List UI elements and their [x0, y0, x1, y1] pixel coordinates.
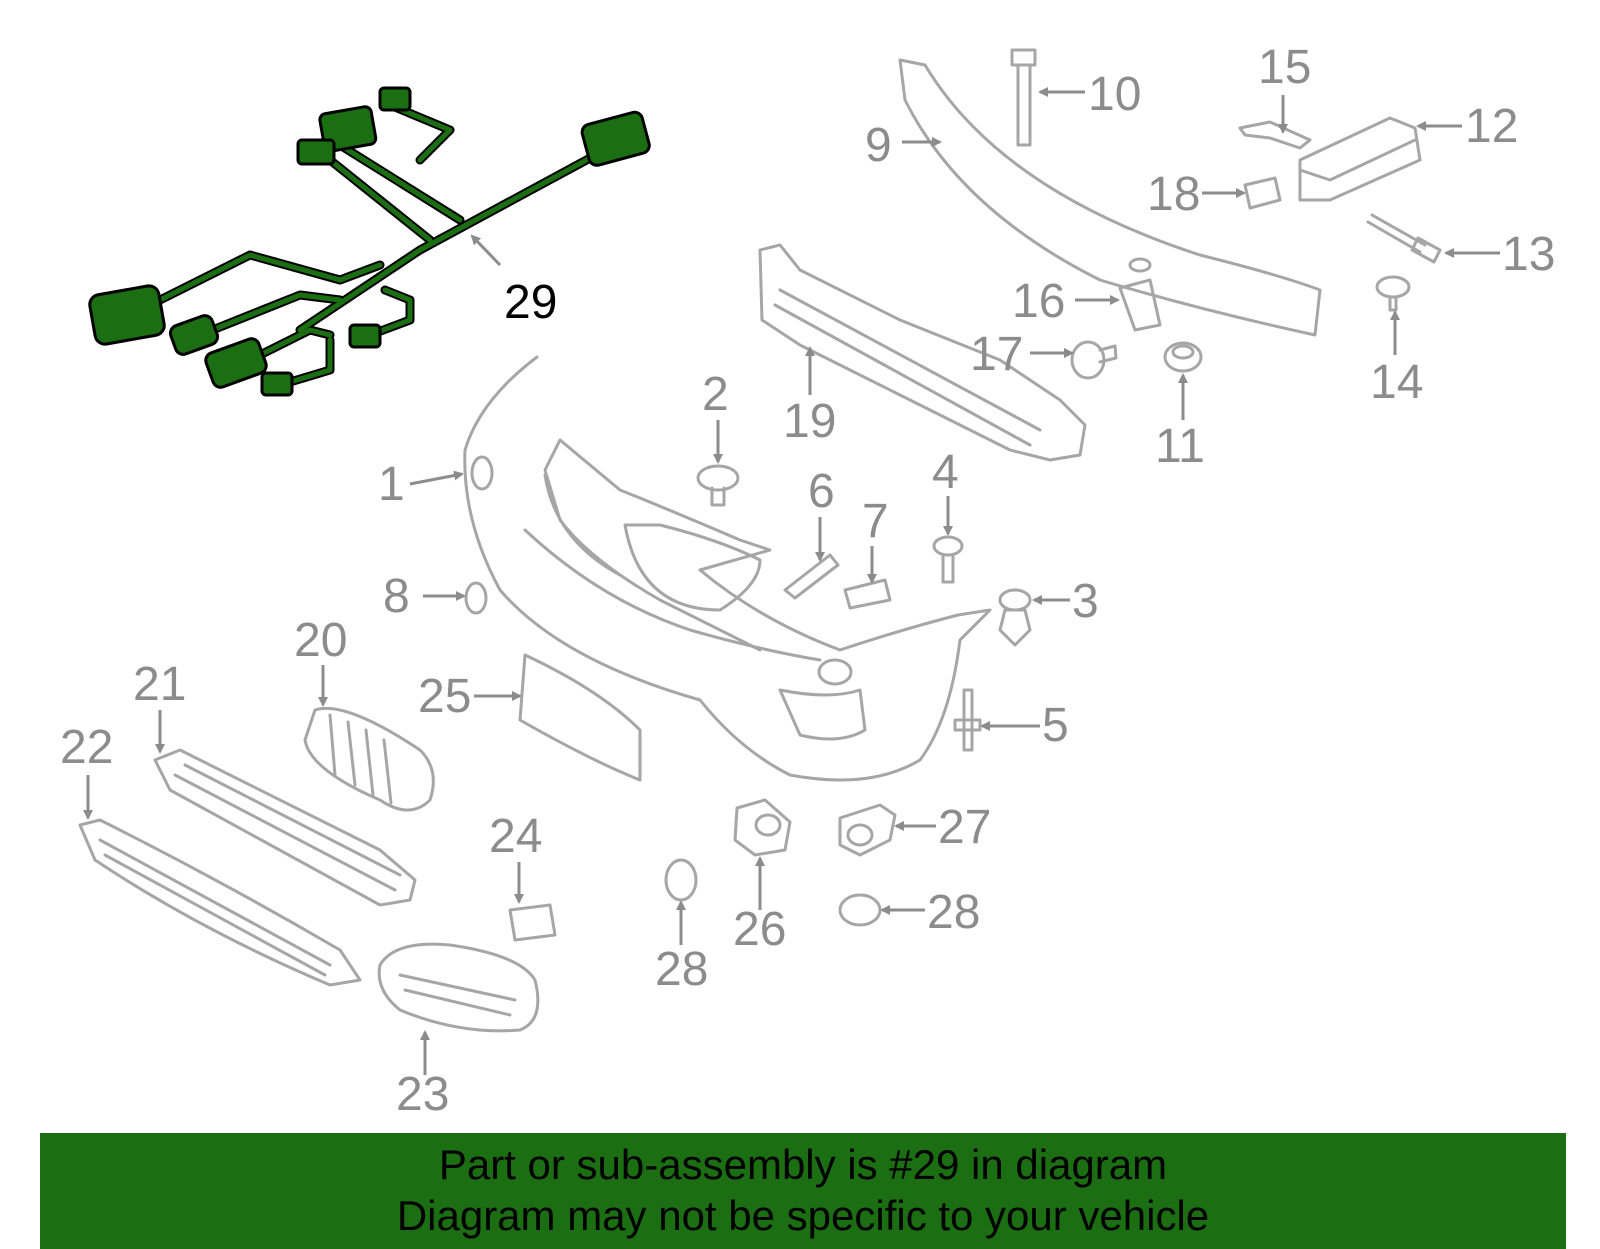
reinforcement-bar-part-9[interactable]: [898, 58, 1322, 337]
grommet-part-8[interactable]: [464, 581, 488, 615]
callout-14[interactable]: 14: [1370, 356, 1423, 409]
sensor-part-26[interactable]: [733, 798, 792, 857]
bolt-part-13[interactable]: [1366, 213, 1442, 264]
harness-connector-round: [168, 314, 220, 356]
harness-connector-small: [260, 371, 294, 397]
bracket-part-12[interactable]: [1298, 116, 1422, 202]
side-grille-part-23[interactable]: [377, 942, 540, 1033]
clip-part-15[interactable]: [1238, 120, 1312, 150]
callout-13[interactable]: 13: [1502, 228, 1555, 281]
callout-20[interactable]: 20: [294, 614, 347, 667]
callout-18[interactable]: 18: [1147, 168, 1200, 221]
callout-7[interactable]: 7: [862, 495, 889, 548]
callout-16[interactable]: 16: [1012, 275, 1065, 328]
callout-12[interactable]: 12: [1465, 100, 1518, 153]
callout-27[interactable]: 27: [938, 801, 991, 854]
callout-28-left[interactable]: 28: [655, 943, 708, 996]
banner-line-1: Part or sub-assembly is #29 in diagram: [438, 1141, 1168, 1188]
callout-11[interactable]: 11: [1155, 420, 1205, 473]
nut-part-11[interactable]: [1163, 341, 1203, 373]
callout-5[interactable]: 5: [1042, 699, 1069, 752]
harness-connector-sensor: [88, 284, 166, 346]
push-pin-part-17[interactable]: [1070, 340, 1118, 380]
info-banner: Part or sub-assembly is #29 in diagram D…: [40, 1133, 1566, 1249]
bracket-part-16[interactable]: [1118, 278, 1162, 332]
bumper-cover-part-1[interactable]: [463, 355, 992, 782]
leader-1: [409, 470, 464, 486]
bracket-part-6[interactable]: [783, 553, 840, 600]
pad-part-7[interactable]: [843, 578, 892, 610]
callout-23[interactable]: 23: [396, 1068, 449, 1121]
grommet-part-28-left[interactable]: [664, 858, 698, 902]
leader-29: [470, 234, 502, 267]
harness-connector-right: [348, 323, 382, 349]
screw-part-4[interactable]: [932, 535, 964, 584]
stud-part-5[interactable]: [953, 688, 982, 752]
kidney-grille-part-20[interactable]: [303, 706, 435, 812]
harness-connector-top: [378, 86, 412, 112]
harness-core-group: [157, 102, 608, 388]
callout-19[interactable]: 19: [783, 395, 836, 448]
callout-labels: 1 2 3 4 5 6 7 8 9 10 11 12 13 14 15 16 1…: [60, 41, 1555, 1121]
harness-connector-main: [580, 110, 651, 167]
banner-line-2: Diagram may not be specific to your vehi…: [396, 1192, 1210, 1239]
callout-6[interactable]: 6: [808, 465, 835, 518]
bolt-part-10[interactable]: [1010, 48, 1037, 147]
clip-part-2[interactable]: [696, 464, 740, 507]
lower-trim-grille-part-22[interactable]: [78, 818, 362, 987]
lower-grille-part-21[interactable]: [153, 748, 417, 907]
callout-25[interactable]: 25: [418, 670, 471, 723]
energy-absorber-part-19[interactable]: [758, 243, 1087, 462]
callout-3[interactable]: 3: [1072, 575, 1099, 628]
callout-21[interactable]: 21: [133, 658, 186, 711]
harness-connector-plug: [204, 337, 268, 389]
clip-part-14[interactable]: [1375, 275, 1411, 312]
license-plate-bracket-part-25[interactable]: [518, 653, 642, 782]
cover-part-24[interactable]: [508, 903, 557, 942]
parts-diagram: 1 2 3 4 5 6 7 8 9 10 11 12 13 14 15 16 1…: [60, 41, 1555, 1121]
callout-4[interactable]: 4: [932, 446, 959, 499]
clip-part-3[interactable]: [998, 588, 1032, 647]
callout-2[interactable]: 2: [702, 368, 729, 421]
callout-24[interactable]: 24: [489, 810, 542, 863]
callout-28-right[interactable]: 28: [927, 886, 980, 939]
bracket-part-18[interactable]: [1243, 176, 1282, 210]
harness-connector-left: [296, 138, 336, 166]
callout-29[interactable]: 29: [504, 276, 557, 329]
callout-26[interactable]: 26: [733, 903, 786, 956]
callout-22[interactable]: 22: [60, 721, 113, 774]
callout-1[interactable]: 1: [378, 458, 405, 511]
grommet-part-28-right[interactable]: [838, 893, 882, 927]
wiring-harness-part-29[interactable]: [88, 86, 651, 397]
callout-10[interactable]: 10: [1088, 68, 1141, 121]
sensor-holder-part-27[interactable]: [838, 803, 897, 857]
callout-15[interactable]: 15: [1258, 41, 1311, 94]
callout-17[interactable]: 17: [970, 328, 1023, 381]
callout-9[interactable]: 9: [865, 119, 892, 172]
leader-lines: [83, 87, 1500, 1075]
callout-8[interactable]: 8: [383, 570, 410, 623]
